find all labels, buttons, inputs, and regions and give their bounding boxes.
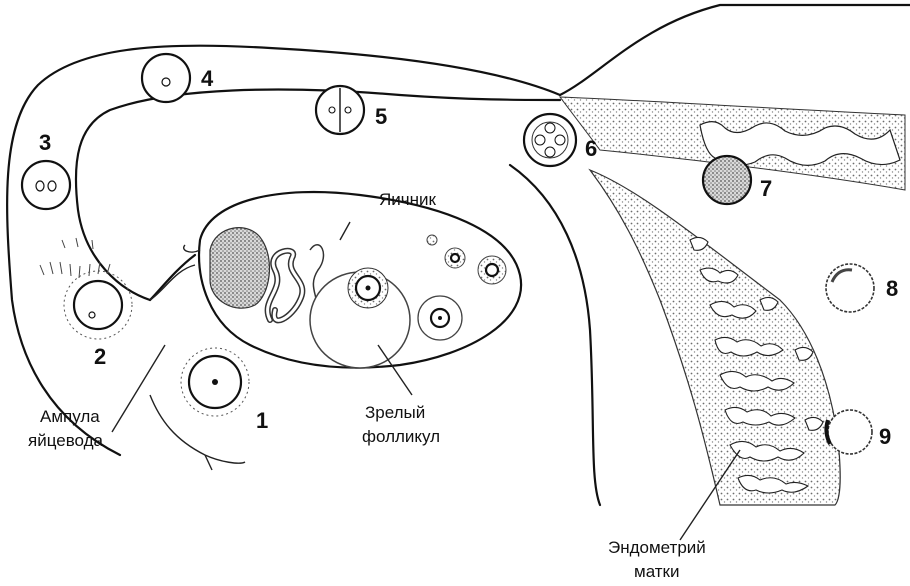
stage-label-2: 2 bbox=[94, 344, 106, 369]
stage-label-9: 9 bbox=[879, 424, 891, 449]
ovary-label: Яичник bbox=[379, 190, 437, 209]
ovary-ligament bbox=[149, 244, 201, 301]
stage-7-morula bbox=[701, 154, 753, 206]
stage-label-7: 7 bbox=[760, 176, 772, 201]
endometrial-glands bbox=[689, 236, 824, 494]
endometrium-label-line1: Эндометрий bbox=[608, 538, 706, 557]
oviduct-lower-wall-left bbox=[148, 253, 197, 302]
oviduct-lower-wall bbox=[508, 163, 602, 507]
follicle-label-line2: фолликул bbox=[362, 427, 440, 446]
stage-2-fertilization bbox=[63, 270, 133, 340]
stage-label-6: 6 bbox=[585, 136, 597, 161]
corpus-luteum bbox=[209, 227, 270, 309]
follicle-label-line1: Зрелый bbox=[365, 403, 425, 422]
stage-label-1: 1 bbox=[256, 408, 268, 433]
fimbriae bbox=[39, 237, 111, 279]
endometrium-label-line2: матки bbox=[634, 562, 680, 581]
stage-9-implantation bbox=[824, 409, 873, 455]
leader-lines bbox=[111, 221, 741, 541]
stage-5-two-cell bbox=[314, 84, 366, 136]
stage-label-4: 4 bbox=[201, 66, 214, 91]
stage-label-5: 5 bbox=[375, 104, 387, 129]
stage-3-zygote bbox=[20, 159, 72, 211]
stage-1-oocyte bbox=[180, 347, 250, 417]
oviduct-outer-wall bbox=[6, 44, 562, 457]
oviduct-inner-wall bbox=[74, 88, 562, 302]
ovary bbox=[198, 190, 523, 369]
oviduct-outer-wall-top bbox=[558, 3, 910, 97]
stage-4-zygote bbox=[140, 52, 192, 104]
ampulla-label-line2: яйцевода bbox=[28, 431, 104, 450]
small-follicles bbox=[417, 234, 507, 341]
stage-6-morula-early bbox=[522, 112, 578, 168]
ampulla-label-line1: Ампула bbox=[40, 407, 100, 426]
stage-label-8: 8 bbox=[886, 276, 898, 301]
stage-8-blastocyst bbox=[825, 263, 875, 313]
ovary-vessel-2 bbox=[266, 249, 304, 322]
stage-label-3: 3 bbox=[39, 130, 51, 155]
uterine-tube-cavity bbox=[699, 121, 901, 166]
